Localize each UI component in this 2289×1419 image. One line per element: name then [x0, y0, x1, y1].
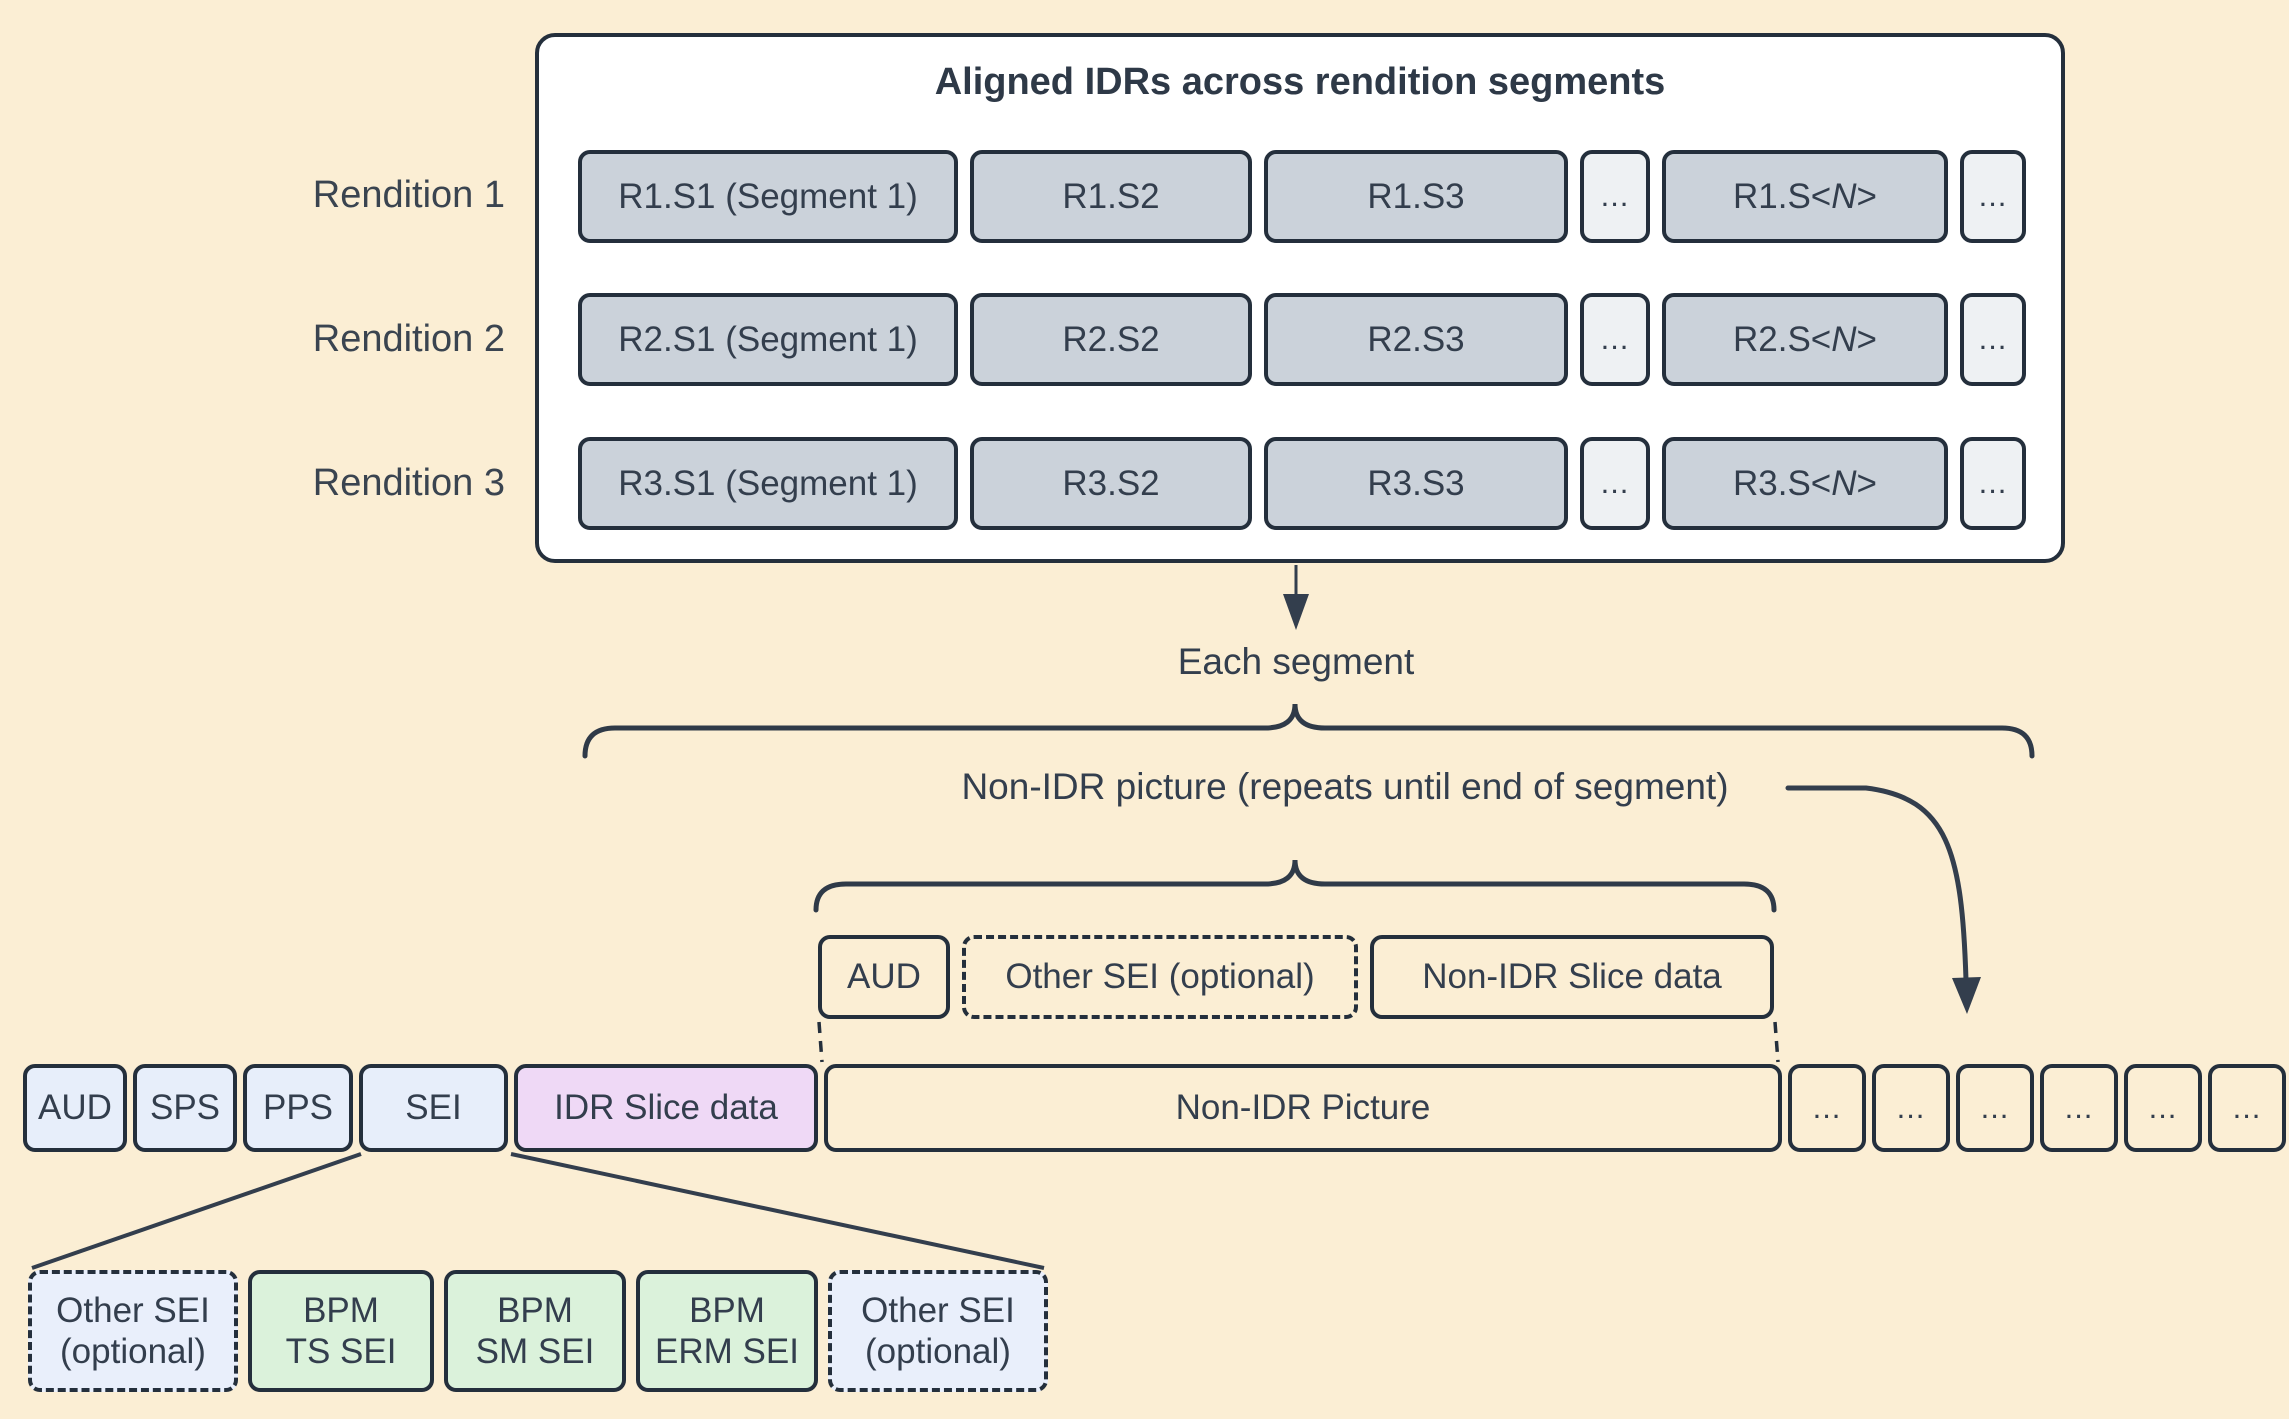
stream-ellipsis-box: ... — [2208, 1064, 2286, 1152]
stream-ellipsis-box: ... — [1872, 1064, 1950, 1152]
sei-box-line1: Other SEI — [861, 1290, 1015, 1330]
rendition-row-3: R3.S1 (Segment 1) R3.S2 R3.S3 ... R3.S<N… — [578, 437, 2026, 530]
sei-box-line1: Other SEI — [56, 1290, 210, 1330]
projection-dashed-line-left — [817, 1021, 824, 1063]
sei-box-other-sei-optional-left: Other SEI (optional) — [28, 1270, 238, 1392]
segment-ellipsis-box: ... — [1580, 150, 1650, 243]
segment-box-r1s3: R1.S3 — [1264, 150, 1568, 243]
panel-down-arrow-head — [1283, 594, 1309, 630]
non-idr-picture-brace — [813, 859, 1777, 913]
segment-box-r2s2: R2.S2 — [970, 293, 1252, 386]
segment-ellipsis-box: ... — [1580, 293, 1650, 386]
sei-box-line1: BPM — [497, 1290, 573, 1330]
non-idr-repeat-label: Non-IDR picture (repeats until end of se… — [961, 766, 1729, 807]
stream-ellipsis-box: ... — [2124, 1064, 2202, 1152]
sei-box-line2: ERM SEI — [655, 1332, 799, 1371]
nal-box-other-sei-optional: Other SEI (optional) — [962, 935, 1358, 1019]
stream-box-sei: SEI — [359, 1064, 508, 1152]
segment-box-r2sn: R2.S<N> — [1662, 293, 1948, 386]
rendition-1-label: Rendition 1 — [312, 174, 505, 216]
stream-box-sps: SPS — [133, 1064, 237, 1152]
segment-n-pre: R2.S< — [1733, 319, 1832, 359]
segment-n-post: > — [1856, 463, 1877, 503]
rendition-row-2: R2.S1 (Segment 1) R2.S2 R2.S3 ... R2.S<N… — [578, 293, 2026, 386]
segment-n-italic: N — [1831, 463, 1857, 503]
segment-box-r1s1: R1.S1 (Segment 1) — [578, 150, 958, 243]
sei-box-line1: BPM — [689, 1290, 765, 1330]
nal-box-aud-non-idr: AUD — [818, 935, 950, 1019]
each-segment-label: Each segment — [1177, 641, 1415, 682]
segment-n-pre: R1.S< — [1733, 176, 1832, 216]
rendition-row-1: R1.S1 (Segment 1) R1.S2 R1.S3 ... R1.S<N… — [578, 150, 2026, 243]
sei-box-bpm-sm-sei: BPM SM SEI — [444, 1270, 626, 1392]
stream-ellipsis-box: ... — [1788, 1064, 1866, 1152]
sei-box-bpm-erm-sei: BPM ERM SEI — [636, 1270, 818, 1392]
segment-box-r3s1: R3.S1 (Segment 1) — [578, 437, 958, 530]
stream-ellipsis-box: ... — [1956, 1064, 2034, 1152]
stream-box-aud: AUD — [23, 1064, 127, 1152]
segment-ellipsis-box: ... — [1960, 437, 2026, 530]
rendition-3-label: Rendition 3 — [312, 462, 505, 504]
stream-box-idr-slice-data: IDR Slice data — [514, 1064, 818, 1152]
sei-box-line2: (optional) — [865, 1332, 1011, 1371]
sei-expansion-line-left — [31, 1152, 362, 1270]
segment-box-r3s2: R3.S2 — [970, 437, 1252, 530]
sei-expansion-row: Other SEI (optional) BPM TS SEI BPM SM S… — [28, 1270, 1048, 1392]
sei-box-bpm-ts-sei: BPM TS SEI — [248, 1270, 434, 1392]
stream-ellipsis-box: ... — [2040, 1064, 2118, 1152]
sei-box-line1: BPM — [303, 1290, 379, 1330]
sei-box-line2: TS SEI — [285, 1332, 397, 1371]
repeat-arrow-curve — [1785, 785, 1969, 983]
segment-ellipsis-box: ... — [1580, 437, 1650, 530]
panel-title: Aligned IDRs across rendition segments — [934, 61, 1666, 103]
sei-box-line2: SM SEI — [475, 1332, 595, 1371]
rendition-2-label: Rendition 2 — [312, 318, 505, 360]
segment-box-r1s2: R1.S2 — [970, 150, 1252, 243]
segment-box-r3s3: R3.S3 — [1264, 437, 1568, 530]
segment-n-post: > — [1856, 319, 1877, 359]
each-segment-brace — [582, 703, 2035, 759]
nal-box-non-idr-slice-data: Non-IDR Slice data — [1370, 935, 1774, 1019]
repeat-arrow-head — [1952, 977, 1981, 1014]
segment-ellipsis-box: ... — [1960, 293, 2026, 386]
non-idr-picture-nal-row: AUD Other SEI (optional) Non-IDR Slice d… — [818, 935, 1774, 1019]
sei-expansion-line-right — [510, 1152, 1045, 1270]
segment-box-r1sn: R1.S<N> — [1662, 150, 1948, 243]
stream-box-pps: PPS — [243, 1064, 353, 1152]
segment-n-pre: R3.S< — [1733, 463, 1832, 503]
stream-box-non-idr-picture: Non-IDR Picture — [824, 1064, 1782, 1152]
sei-box-other-sei-optional-right: Other SEI (optional) — [828, 1270, 1048, 1392]
projection-dashed-line-right — [1773, 1021, 1780, 1063]
segment-box-r3sn: R3.S<N> — [1662, 437, 1948, 530]
segment-box-r2s1: R2.S1 (Segment 1) — [578, 293, 958, 386]
segment-n-italic: N — [1831, 176, 1857, 216]
sei-box-line2: (optional) — [60, 1332, 206, 1371]
segment-n-italic: N — [1831, 319, 1857, 359]
segment-box-r2s3: R2.S3 — [1264, 293, 1568, 386]
segment-stream-row: AUD SPS PPS SEI IDR Slice data Non-IDR P… — [23, 1064, 2286, 1152]
segment-ellipsis-box: ... — [1960, 150, 2026, 243]
segment-n-post: > — [1856, 176, 1877, 216]
